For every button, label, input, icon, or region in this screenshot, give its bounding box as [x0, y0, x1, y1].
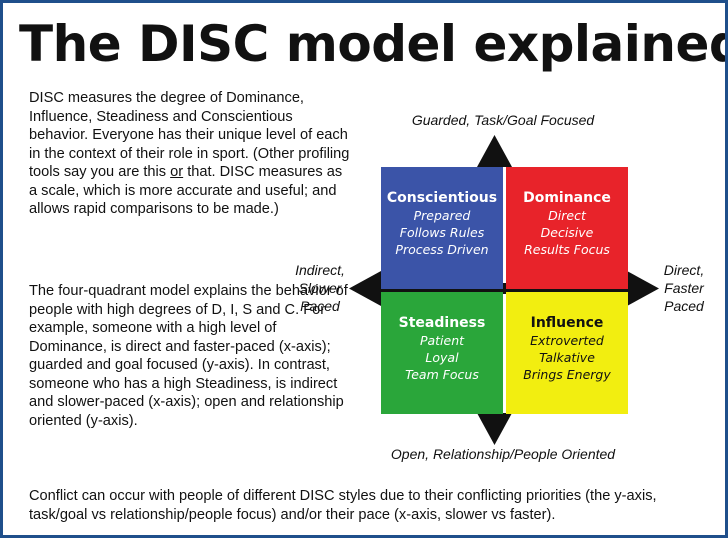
quadrant-trait: Results Focus — [524, 242, 610, 257]
axis-label-line: Direct, — [663, 262, 705, 278]
quadrant-trait: Follows Rules — [399, 225, 485, 240]
quadrant-conscientious: Conscientious Prepared Follows Rules Pro… — [381, 167, 503, 289]
quadrant-trait: Loyal — [425, 350, 459, 365]
intro-text-emphasis: or — [170, 164, 184, 180]
axis-label-line: Slower — [298, 280, 342, 296]
axis-label-top: Guarded, Task/Goal Focused — [411, 112, 595, 128]
quadrant-name: Conscientious — [386, 190, 498, 206]
axis-label-line: Paced — [300, 298, 340, 314]
down-arrow-icon — [477, 413, 512, 445]
quadrant-trait: Decisive — [540, 225, 594, 240]
model-paragraph: The four-quadrant model explains the beh… — [29, 283, 348, 429]
quadrant-trait: Brings Energy — [523, 367, 611, 382]
quadrant-trait: Direct — [548, 208, 586, 223]
intro-paragraph: DISC measures the degree of Dominance, I… — [29, 89, 351, 219]
quadrant-name: Steadiness — [398, 315, 486, 331]
quadrant-trait: Patient — [419, 333, 465, 348]
quadrant-dominance: Dominance Direct Decisive Results Focus — [506, 167, 628, 289]
axis-label-line: Faster — [664, 280, 704, 296]
axis-label-bottom: Open, Relationship/People Oriented — [390, 446, 616, 462]
intro-text-before: DISC measures the degree of Dominance, I… — [29, 90, 350, 180]
quadrant-trait: Team Focus — [405, 367, 479, 382]
axis-label-right: Direct, Faster Paced — [646, 261, 722, 315]
quadrant-trait: Prepared — [413, 208, 471, 223]
up-arrow-icon — [477, 135, 512, 167]
quadrant-trait: Talkative — [539, 350, 595, 365]
page-title: The DISC model explained — [19, 15, 728, 73]
left-arrow-icon — [349, 271, 381, 306]
right-arrow-icon — [627, 271, 659, 306]
axis-label-line: Indirect, — [295, 262, 345, 278]
axis-label-left: Indirect, Slower Paced — [279, 261, 361, 315]
quadrant-influence: Influence Extroverted Talkative Brings E… — [506, 292, 628, 414]
axis-label-line: Paced — [664, 298, 704, 314]
axes-diagram — [349, 135, 659, 445]
quadrant-name: Dominance — [523, 190, 611, 206]
quadrant-steadiness: Steadiness Patient Loyal Team Focus — [381, 292, 503, 414]
quadrant-trait: Process Driven — [395, 242, 489, 257]
conflict-paragraph: Conflict can occur with people of differ… — [29, 488, 657, 523]
quadrant-trait: Extroverted — [530, 333, 604, 348]
horizontal-axis-bar — [377, 283, 632, 294]
intro-text-after: that. DISC measures as a scale, which is… — [29, 164, 343, 217]
quadrant-name: Influence — [530, 315, 604, 331]
